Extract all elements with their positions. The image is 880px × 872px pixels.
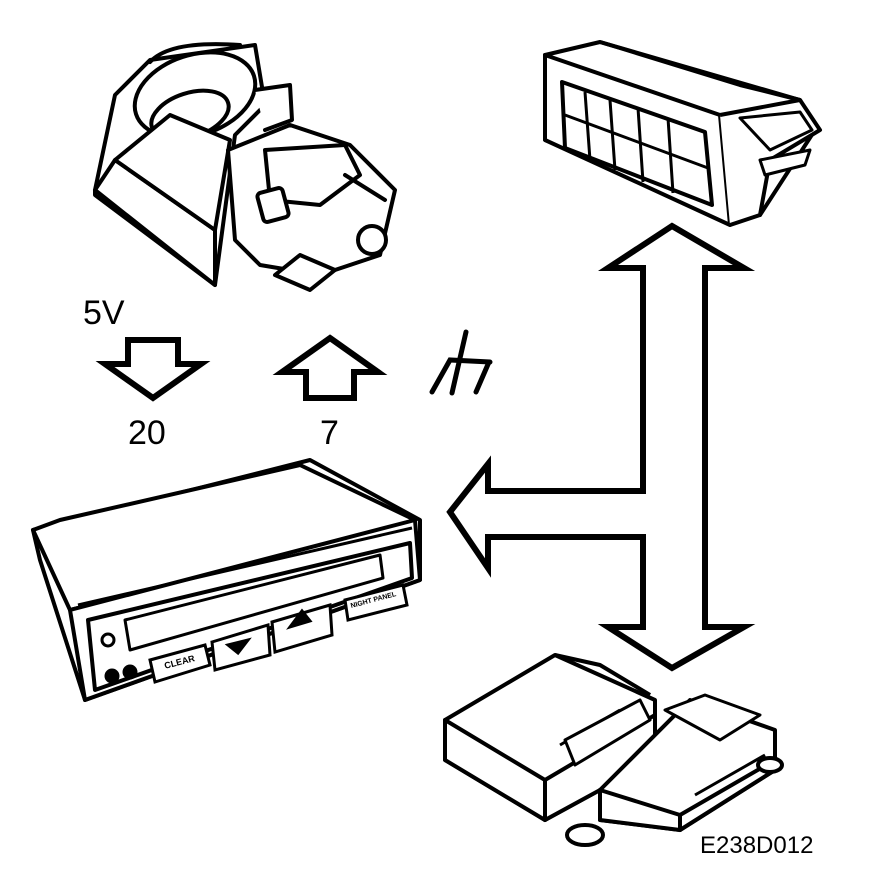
display-unit	[31, 458, 422, 702]
ground-symbol-icon	[429, 329, 493, 396]
supply-voltage-label: 5V	[83, 294, 125, 332]
control-panel-unit	[543, 40, 822, 227]
down-arrow-icon	[95, 337, 211, 402]
double-headed-arrow-icon	[446, 222, 756, 672]
airflow-sensor	[93, 42, 397, 292]
up-button[interactable]	[270, 603, 334, 654]
control-modules	[443, 653, 784, 847]
clear-button[interactable]	[148, 643, 212, 684]
up-arrow-icon	[272, 334, 388, 401]
pin-supply-label: 20	[128, 414, 166, 452]
figure-code: E238D012	[700, 832, 814, 859]
night-panel-button[interactable]	[343, 583, 409, 622]
down-button[interactable]	[210, 623, 272, 672]
pin-signal-label: 7	[320, 414, 339, 452]
